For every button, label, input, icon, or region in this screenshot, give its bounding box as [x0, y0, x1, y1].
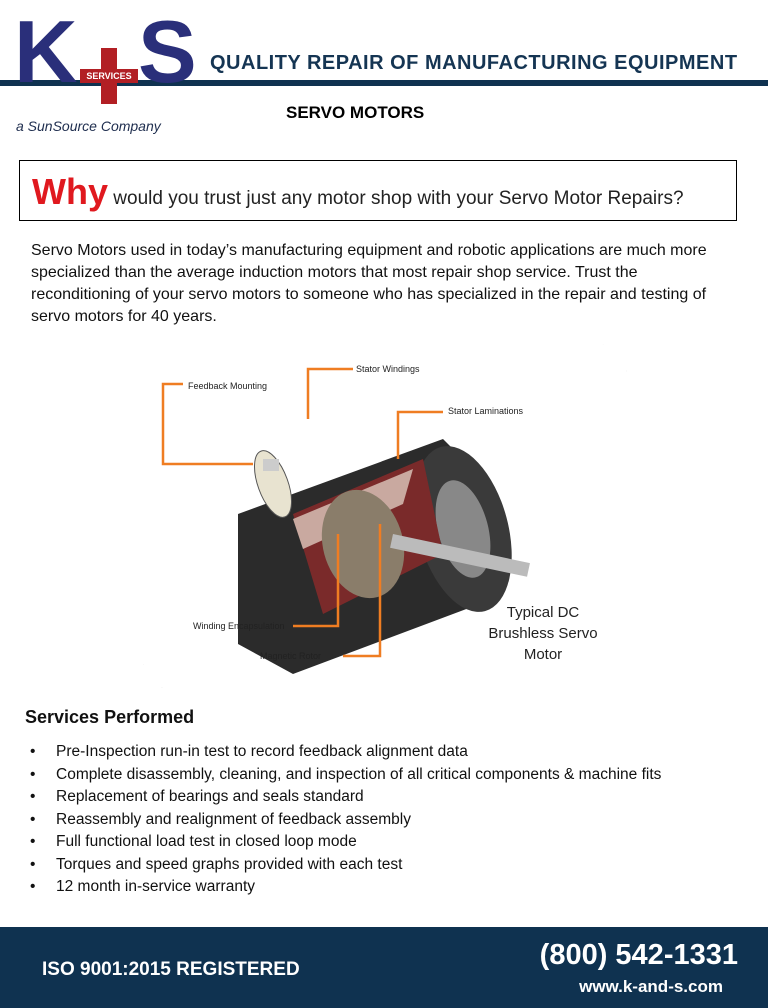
iso-registration: ISO 9001:2015 REGISTERED [42, 959, 300, 980]
label-feedback-mounting: Feedback Mounting [188, 381, 268, 391]
website-link[interactable]: www.k-and-s.com [579, 977, 723, 996]
list-item: Reassembly and realignment of feedback a… [30, 809, 661, 832]
company-logo: K S SERVICES a SunSource Company [14, 8, 200, 138]
list-item: Replacement of bearings and seals standa… [30, 786, 661, 809]
logo-badge: SERVICES [86, 71, 132, 81]
label-stator-laminations: Stator Laminations [448, 406, 524, 416]
phone-number[interactable]: (800) 542-1331 [539, 939, 738, 971]
tagline: QUALITY REPAIR OF MANUFACTURING EQUIPMEN… [206, 52, 742, 75]
list-item: Pre-Inspection run-in test to record fee… [30, 741, 661, 764]
why-callout: Why would you trust just any motor shop … [19, 160, 737, 221]
logo-letter-s: S [138, 2, 197, 101]
motor-illustration [161, 367, 530, 674]
services-heading: Services Performed [25, 707, 195, 727]
figure-caption: Typical DC Brushless Servo Motor [488, 604, 598, 663]
list-item: 12 month in-service warranty [30, 876, 661, 899]
list-item: Full functional load test in closed loop… [30, 831, 661, 854]
logo-letter-k: K [14, 2, 78, 101]
label-winding-encapsulation: Winding Encapsulation [193, 621, 285, 631]
label-magnetic-rotor: Magnetic Rotor [260, 651, 322, 661]
services-list: Pre-Inspection run-in test to record fee… [30, 741, 661, 899]
footer: ISO 9001:2015 REGISTERED (800) 542-1331 … [0, 927, 768, 1008]
page-title: SERVO MOTORS [286, 103, 425, 122]
label-stator-windings: Stator Windings [356, 364, 420, 374]
logo-subtitle: a SunSource Company [16, 118, 161, 134]
intro-paragraph: Servo Motors used in today’s manufacturi… [31, 242, 707, 325]
motor-diagram: Feedback Mounting Stator Windings Stator… [143, 344, 627, 688]
why-emphasis: Why [32, 171, 108, 212]
list-item: Torques and speed graphs provided with e… [30, 854, 661, 877]
list-item: Complete disassembly, cleaning, and insp… [30, 764, 661, 787]
header-rule [0, 80, 768, 86]
why-text: would you trust just any motor shop with… [108, 188, 684, 209]
